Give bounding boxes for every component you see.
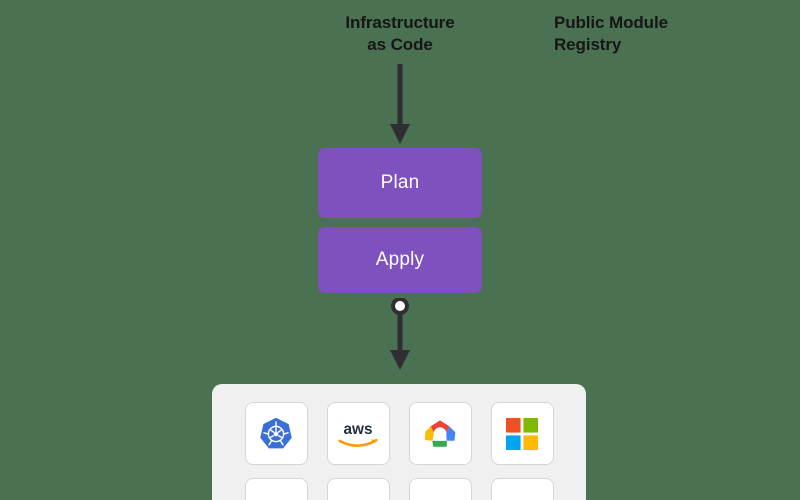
arrow-iac-to-plan-icon (390, 64, 410, 144)
svg-text:aws: aws (344, 421, 373, 438)
providers-panel: aws (212, 384, 586, 500)
stage-box-apply[interactable]: Apply (318, 227, 482, 293)
provider-tile-8[interactable] (490, 478, 554, 500)
provider-tile-google-cloud[interactable] (408, 402, 472, 465)
public-module-registry-label: Public Module Registry (554, 13, 668, 55)
stage-label-plan: Plan (380, 172, 420, 193)
arrow-apply-to-providers-icon (390, 298, 410, 370)
google-cloud-icon (424, 419, 456, 447)
microsoft-icon (506, 417, 538, 450)
provider-tile-microsoft[interactable] (490, 402, 554, 465)
provider-tile-kubernetes[interactable] (244, 402, 308, 465)
stage-label-apply: Apply (375, 249, 425, 270)
infrastructure-as-code-label: Infrastructure as Code (345, 13, 455, 55)
stage-box-plan[interactable]: Plan (318, 148, 482, 218)
provider-tile-5[interactable] (244, 478, 308, 500)
provider-tile-6[interactable] (326, 478, 390, 500)
kubernetes-icon (260, 417, 292, 448)
provider-tile-aws[interactable]: aws (326, 402, 390, 465)
provider-tile-7[interactable] (408, 478, 472, 500)
provider-tile-row-1: aws (212, 402, 586, 465)
aws-icon: aws (338, 421, 378, 447)
provider-tile-row-2 (212, 478, 586, 500)
